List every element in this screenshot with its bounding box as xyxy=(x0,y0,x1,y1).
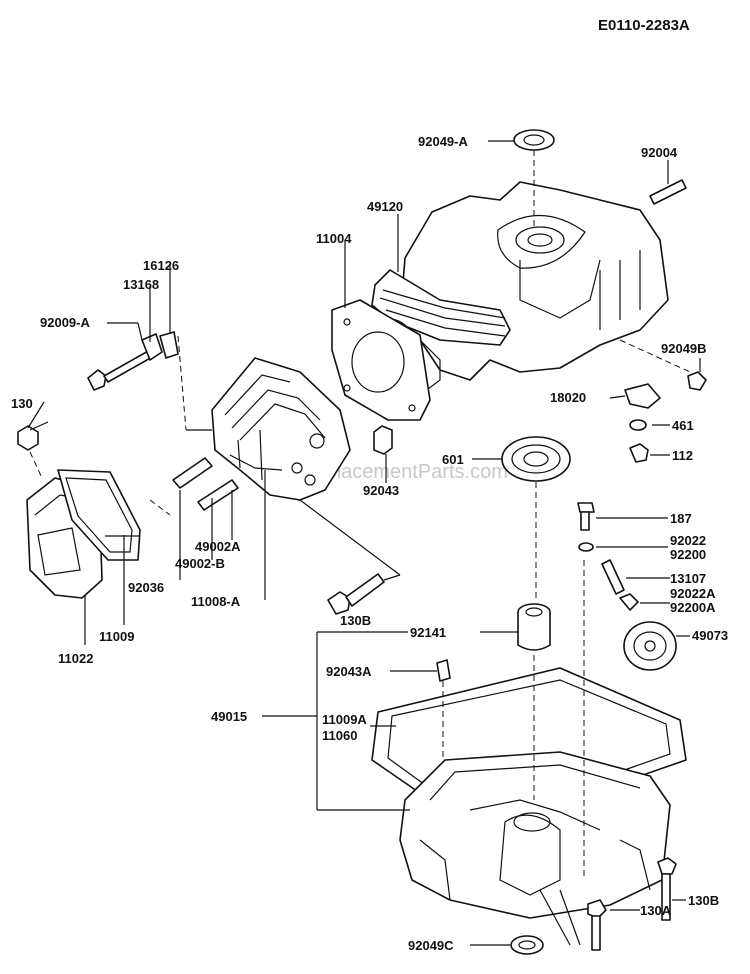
label-11009: 11009 xyxy=(99,629,134,644)
oil-seal-92049A xyxy=(513,129,555,151)
bracket-18020 xyxy=(624,383,661,409)
label-92049B: 92049B xyxy=(661,341,707,356)
governor-gear-49073 xyxy=(623,621,677,671)
stud-92004 xyxy=(649,179,687,205)
bolt-130 xyxy=(17,421,49,451)
cover-gasket-11009 xyxy=(57,469,141,561)
label-92036: 92036 xyxy=(128,580,164,595)
label-11060: 11060 xyxy=(322,728,357,743)
dowel-92043A xyxy=(436,659,451,682)
head-gasket-11004 xyxy=(331,299,431,421)
bearing-601 xyxy=(501,436,571,482)
washer-92022A xyxy=(619,593,639,611)
washer-92022 xyxy=(578,542,594,552)
label-11004: 11004 xyxy=(316,231,352,246)
dowel-pin-92043 xyxy=(373,425,393,455)
label-601: 601 xyxy=(442,452,464,467)
label-11008A: 11008-A xyxy=(191,594,241,609)
cylinder-head xyxy=(211,357,351,501)
watermark: ReplacementParts.com xyxy=(300,461,508,483)
label-49015: 49015 xyxy=(211,709,247,724)
seal-92049B xyxy=(687,371,707,391)
label-11022: 11022 xyxy=(58,651,93,666)
label-187: 187 xyxy=(670,511,692,526)
part-labels: 92049-A 92004 49120 11004 16126 13168 92… xyxy=(11,134,728,953)
bolt-130A xyxy=(587,899,607,951)
leader-lines xyxy=(27,140,701,946)
bolt-92009A xyxy=(87,331,179,391)
label-92049C: 92049C xyxy=(408,938,454,953)
label-92004: 92004 xyxy=(641,145,678,160)
label-49120: 49120 xyxy=(367,199,403,214)
label-130A: 130A xyxy=(640,903,672,918)
bolt-112 xyxy=(629,443,649,463)
label-92200: 92200 xyxy=(670,547,706,562)
label-49002A: 49002A xyxy=(195,539,241,554)
label-13107: 13107 xyxy=(670,571,706,586)
washer-461 xyxy=(629,419,647,431)
label-92043: 92043 xyxy=(363,483,399,498)
oil-seal-92049C xyxy=(510,935,544,955)
label-92049A: 92049-A xyxy=(418,134,468,149)
label-92200A: 92200A xyxy=(670,600,716,615)
label-13168: 13168 xyxy=(123,277,159,292)
label-92009A: 92009-A xyxy=(40,315,90,330)
label-461: 461 xyxy=(672,418,694,433)
bushing-92141 xyxy=(517,603,551,651)
pin-13107 xyxy=(601,559,625,595)
label-130B-bottom: 130B xyxy=(688,893,719,908)
label-130B-top: 130B xyxy=(340,613,371,628)
label-11009A: 11009A xyxy=(322,712,367,727)
label-92043A: 92043A xyxy=(326,664,372,679)
label-92141: 92141 xyxy=(410,625,446,640)
bolt-130B-bottom xyxy=(657,857,677,921)
label-16126: 16126 xyxy=(143,258,179,273)
label-18020: 18020 xyxy=(550,390,586,405)
bolt-130B-middle xyxy=(327,573,385,615)
label-130: 130 xyxy=(11,396,33,411)
label-112: 112 xyxy=(672,448,693,463)
label-92022: 92022 xyxy=(670,533,706,548)
label-49002B: 49002-B xyxy=(175,556,225,571)
diagram-code: E0110-2283A xyxy=(598,17,690,34)
crankcase-base xyxy=(399,751,671,919)
bolt-187 xyxy=(577,502,595,531)
label-49073: 49073 xyxy=(692,628,728,643)
label-92022A: 92022A xyxy=(670,586,716,601)
guides-49002 xyxy=(172,457,239,511)
